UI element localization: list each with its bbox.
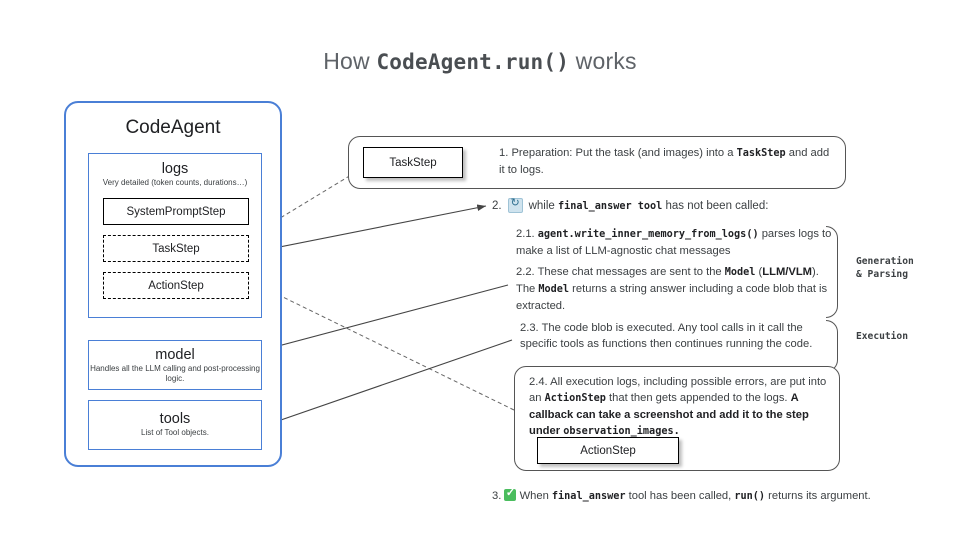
sub24-text-a: All execution logs, including possible e… <box>529 376 827 405</box>
sub21-code-a: agent.write_inner_memory_from_logs() <box>537 229 759 240</box>
step3-text-a: When <box>519 490 552 502</box>
step2-heading: 2. while final_answer tool has not been … <box>492 196 769 213</box>
substep-2-1: 2.1. agent.write_inner_memory_from_logs(… <box>516 226 834 259</box>
title-suffix: works <box>569 48 637 74</box>
sub24-number: 2.4. <box>529 376 548 388</box>
title-prefix: How <box>323 48 377 74</box>
step24-actionstep-box[interactable]: ActionStep <box>537 437 679 464</box>
step2-code-a: final_answer tool <box>558 200 663 212</box>
codeagent-title: CodeAgent <box>125 117 221 138</box>
step2-number: 2. <box>492 199 502 212</box>
label-generation-line2: & Parsing <box>856 268 908 280</box>
logs-item-systempromptstep[interactable]: SystemPromptStep <box>103 198 249 225</box>
step3-code-a: final_answer <box>551 491 626 502</box>
substep-2-4: 2.4. All execution logs, including possi… <box>529 374 829 440</box>
green-check-icon <box>504 486 517 501</box>
sub22-text-a: These chat messages are sent to the <box>537 266 725 278</box>
step1-text-a: Preparation: Put the task (and images) i… <box>511 147 737 159</box>
sub23-number: 2.3. <box>520 322 539 334</box>
codeagent-panel: CodeAgent logs Very detailed (token coun… <box>64 101 282 467</box>
sub24-code-a: ActionStep <box>544 393 606 405</box>
step1-card: TaskStep 1. Preparation: Put the task (a… <box>348 136 846 189</box>
tools-box: tools List of Tool objects. <box>88 400 262 450</box>
step24-card: 2.4. All execution logs, including possi… <box>514 366 840 471</box>
step3-text-c: returns its argument. <box>765 490 871 502</box>
step3-number: 3. <box>492 490 502 502</box>
substep-2-3: 2.3. The code blob is executed. Any tool… <box>520 320 838 353</box>
substep-2-2: 2.2. These chat messages are sent to the… <box>516 264 834 314</box>
arrow-model-to-sub22 <box>251 284 509 354</box>
loop-arrows-icon <box>507 196 523 213</box>
step3-text-b: tool has been called, <box>625 490 735 502</box>
step3-text: 3. When final_answer tool has been calle… <box>492 486 871 502</box>
label-generation-parsing: Generation & Parsing <box>856 256 914 282</box>
logs-subtitle: Very detailed (token counts, durations…) <box>102 178 248 187</box>
label-generation-line1: Generation <box>856 256 914 267</box>
logs-item-taskstep[interactable]: TaskStep <box>103 235 249 262</box>
sub24-code-b: observation_images. <box>563 426 680 438</box>
step1-number: 1. <box>499 147 509 159</box>
sub24-text-b: that then gets appended to the logs. <box>605 392 791 405</box>
model-title: model <box>155 347 195 363</box>
sub22-code-a: Model <box>724 267 756 278</box>
title-code: CodeAgent.run() <box>376 50 570 74</box>
tools-subtitle: List of Tool objects. <box>141 428 209 437</box>
sub21-text-a: parses logs to make a list of LLM-agnost… <box>516 228 832 257</box>
sub22-code-b: Model <box>538 283 570 295</box>
arrow-actionstep-dashed <box>243 277 515 411</box>
sub22-text-d: returns a string answer including a code… <box>516 282 828 312</box>
logs-item-actionstep[interactable]: ActionStep <box>103 272 249 299</box>
page-title: How CodeAgent.run() works <box>0 48 960 75</box>
tools-title: tools <box>159 411 191 427</box>
sub22-text-c: ). The <box>516 266 819 295</box>
step1-text-b: and add it to logs. <box>499 147 830 176</box>
sub21-number: 2.1. <box>516 228 535 240</box>
logs-box: logs Very detailed (token counts, durati… <box>88 153 262 318</box>
sub22-number: 2.2. <box>516 266 535 278</box>
arrow-tools-to-sub23 <box>251 339 513 431</box>
model-box: model Handles all the LLM calling and po… <box>88 340 262 390</box>
model-subtitle: Handles all the LLM calling and post-pro… <box>90 364 260 383</box>
sub22-text-b: ( <box>755 266 763 278</box>
step3-code-b: run() <box>734 491 766 502</box>
step2-text-b: has not been called: <box>662 199 769 212</box>
step1-text: 1. Preparation: Put the task (and images… <box>499 145 835 178</box>
step1-taskstep-box[interactable]: TaskStep <box>363 147 463 178</box>
brace-execution <box>826 320 838 372</box>
label-execution: Execution <box>856 331 908 342</box>
step1-code-a: TaskStep <box>736 148 786 159</box>
logs-title: logs <box>161 161 189 177</box>
step2-text: while final_answer tool has not been cal… <box>529 200 769 212</box>
brace-generation <box>826 226 838 318</box>
sub22-bold-a: LLM/VLM <box>762 266 812 278</box>
sub24-bold-a: A callback can take a screenshot and add… <box>529 392 809 438</box>
sub23-text-a: The code blob is executed. Any tool call… <box>520 322 813 351</box>
step2-text-a: while <box>528 199 558 212</box>
